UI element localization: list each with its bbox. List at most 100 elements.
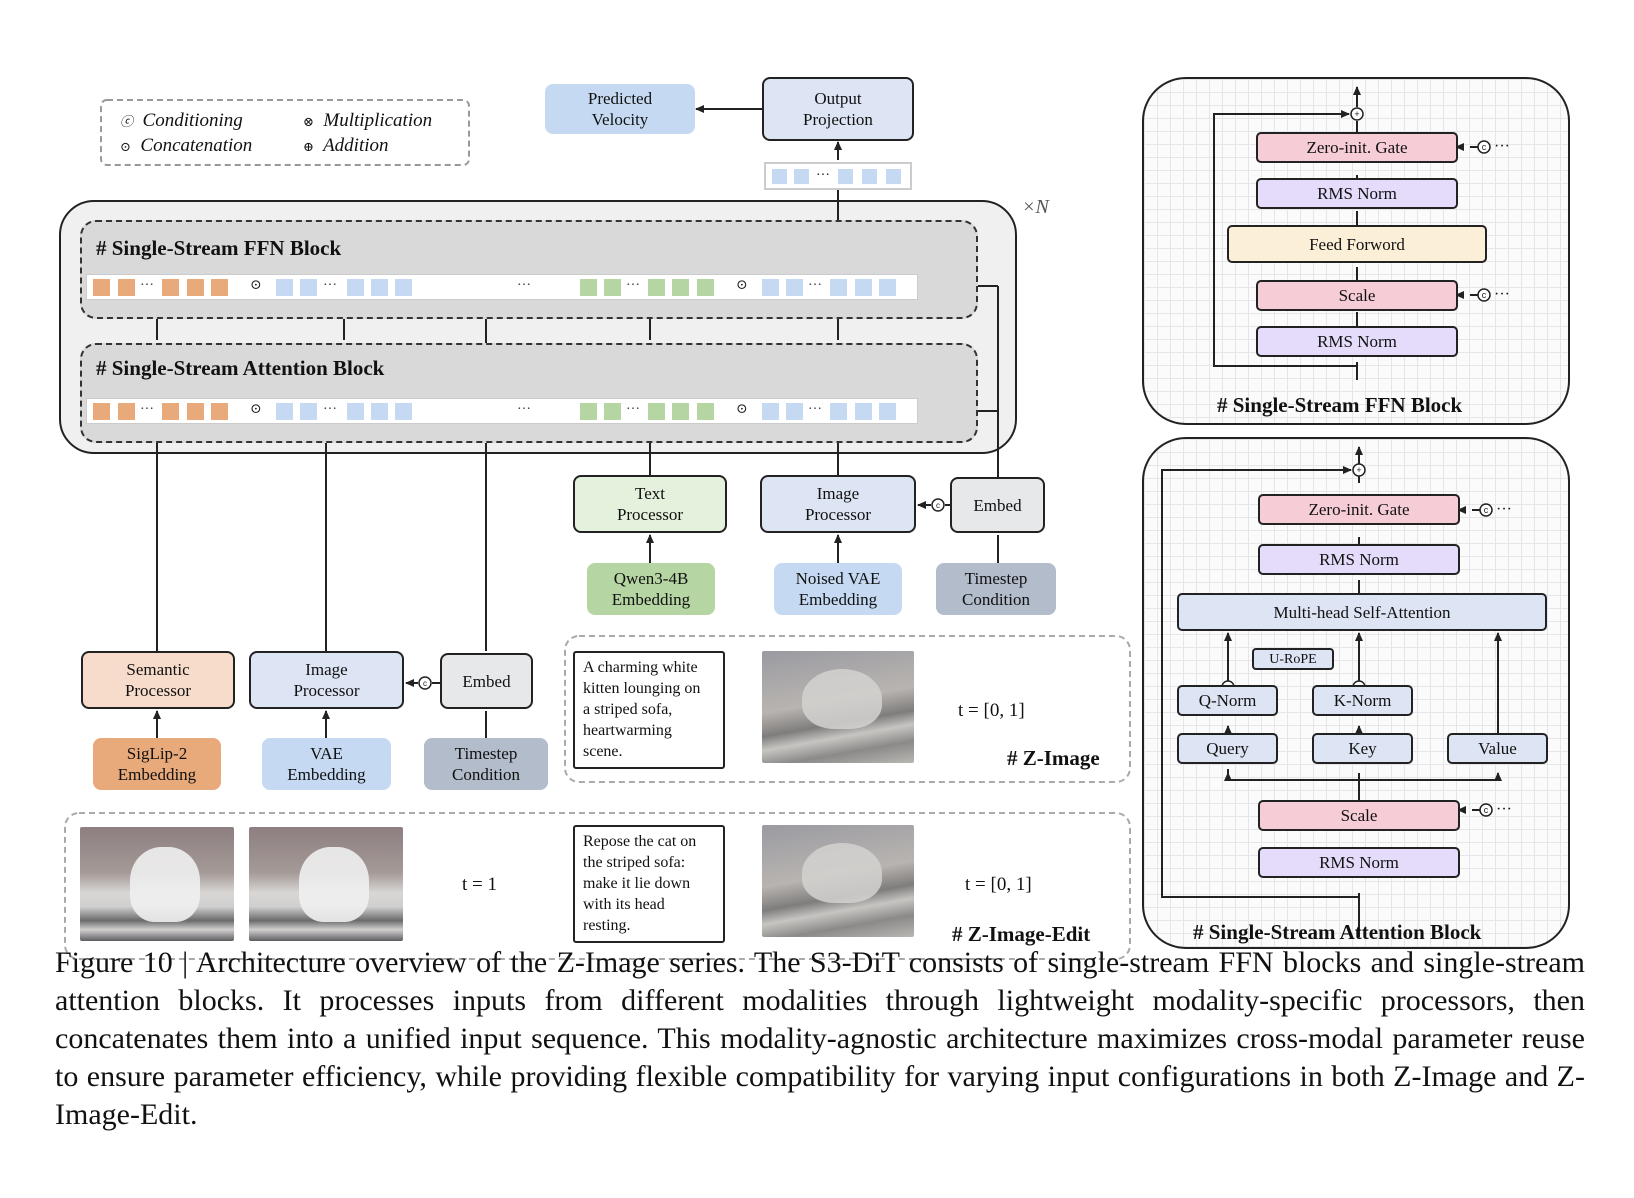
- figure-caption: Figure 10 | Architecture overview of the…: [55, 946, 1585, 1131]
- edit-t-label: t = [0, 1]: [965, 874, 1032, 895]
- ffn-detail-lines: + c c ··· ···: [1213, 86, 1510, 380]
- image-token: [347, 279, 364, 296]
- zimage-noised-cat-image: [762, 651, 914, 763]
- svg-text:c: c: [423, 679, 427, 688]
- zimage-edit-label: # Z-Image-Edit: [952, 922, 1091, 946]
- svg-text:c: c: [1482, 142, 1487, 152]
- legend-addition: ⊕ Addition: [303, 135, 389, 156]
- image-token: [395, 403, 412, 420]
- semantic-processor-box: Semantic Processor: [81, 651, 235, 709]
- image-token: [830, 403, 847, 420]
- embed-right-box: Embed: [950, 477, 1045, 533]
- svg-text:···: ···: [1494, 286, 1510, 303]
- text-token: [604, 403, 621, 420]
- attn-key: Key: [1312, 733, 1413, 764]
- ffn-rms-norm-2: RMS Norm: [1256, 326, 1458, 357]
- attn-scale: Scale: [1258, 800, 1460, 831]
- token-ellipsis: …: [323, 398, 337, 413]
- legend-multiplication: ⊗ Multiplication: [303, 110, 433, 131]
- text-token: [697, 279, 714, 296]
- output-projection-box: Output Projection: [762, 77, 914, 141]
- attn-query: Query: [1177, 733, 1278, 764]
- image-token: [371, 279, 388, 296]
- text-token: [604, 279, 621, 296]
- semantic-token: [93, 403, 110, 420]
- ffn-zero-init-gate: Zero-init. Gate: [1256, 132, 1458, 163]
- semantic-token: [162, 403, 179, 420]
- image-token: [830, 279, 847, 296]
- image-token: [371, 403, 388, 420]
- svg-text:c: c: [936, 501, 940, 510]
- semantic-token: [162, 279, 179, 296]
- concat-symbol: ⊙: [250, 278, 262, 293]
- semantic-token: [187, 279, 204, 296]
- image-token: [786, 279, 803, 296]
- text-token: [580, 279, 597, 296]
- svg-text:+: +: [1356, 465, 1361, 475]
- svg-text:···: ···: [1496, 801, 1512, 818]
- image-token: [300, 403, 317, 420]
- svg-text:+: +: [1354, 109, 1359, 119]
- noised-vae-embedding-box: Noised VAE Embedding: [774, 563, 902, 615]
- attn-value: Value: [1447, 733, 1548, 764]
- semantic-token: [118, 279, 135, 296]
- token-ellipsis: …: [626, 398, 640, 413]
- legend-concatenation: ⊙ Concatenation: [120, 135, 253, 156]
- text-token: [580, 403, 597, 420]
- image-token: [762, 403, 779, 420]
- image-token: [855, 403, 872, 420]
- image-processor-left-box: Image Processor: [249, 651, 404, 709]
- repeat-label: ×N: [1022, 196, 1049, 218]
- attn-detail-title: # Single-Stream Attention Block: [1193, 920, 1482, 944]
- text-token: [648, 403, 665, 420]
- image-token: [855, 279, 872, 296]
- token-ellipsis: …: [808, 274, 822, 289]
- output-token-sequence: …: [764, 162, 912, 190]
- zimage-t-label: t = [0, 1]: [958, 700, 1025, 721]
- timestep-condition-left-box: Timestep Condition: [424, 738, 548, 790]
- predicted-velocity-box: Predicted Velocity: [545, 84, 695, 134]
- image-token: [276, 403, 293, 420]
- svg-text:c: c: [1484, 805, 1489, 815]
- token-ellipsis: …: [626, 274, 640, 289]
- image-token: [347, 403, 364, 420]
- attn-q-norm: Q-Norm: [1177, 685, 1278, 716]
- semantic-token: [118, 403, 135, 420]
- siglip-embedding-box: SigLip-2 Embedding: [93, 738, 221, 790]
- text-token: [648, 279, 665, 296]
- svg-text:···: ···: [1494, 138, 1510, 155]
- image-token: [879, 403, 896, 420]
- image-token: [300, 279, 317, 296]
- text-token: [672, 403, 689, 420]
- attn-multi-head-self-attention: Multi-head Self-Attention: [1177, 593, 1547, 631]
- image-token: [786, 403, 803, 420]
- edit-t-ref-label: t = 1: [462, 874, 497, 895]
- semantic-token: [187, 403, 204, 420]
- ffn-feed-forward: Feed Forword: [1227, 225, 1487, 263]
- svg-text:c: c: [1482, 290, 1487, 300]
- token-ellipsis: …: [808, 398, 822, 413]
- zimage-prompt-note: A charming white kitten lounging on a st…: [573, 651, 725, 769]
- edit-reference-cat-image-2: [249, 827, 403, 941]
- edit-noised-cat-image: [762, 825, 914, 937]
- concat-symbol: ⊙: [736, 278, 748, 293]
- token-ellipsis: …: [140, 274, 154, 289]
- image-processor-right-box: Image Processor: [760, 475, 916, 533]
- edit-prompt-note: Repose the cat on the striped sofa: make…: [573, 825, 725, 943]
- legend-conditioning: ⓒ Conditioning: [120, 110, 243, 131]
- image-token: [395, 279, 412, 296]
- attn-k-norm: K-Norm: [1312, 685, 1413, 716]
- attn-zero-init-gate: Zero-init. Gate: [1258, 494, 1460, 525]
- token-ellipsis: …: [517, 274, 531, 289]
- embed-left-box: Embed: [440, 653, 533, 709]
- attn-u-rope: U-RoPE: [1252, 648, 1334, 670]
- concat-symbol: ⊙: [250, 402, 262, 417]
- token-ellipsis: …: [517, 398, 531, 413]
- attn-block-title: # Single-Stream Attention Block: [96, 356, 385, 380]
- ffn-block: [80, 220, 978, 319]
- edit-reference-cat-image-1: [80, 827, 234, 941]
- svg-text:c: c: [1484, 505, 1489, 515]
- text-token: [697, 403, 714, 420]
- ffn-rms-norm-1: RMS Norm: [1256, 178, 1458, 209]
- ffn-block-title: # Single-Stream FFN Block: [96, 236, 342, 260]
